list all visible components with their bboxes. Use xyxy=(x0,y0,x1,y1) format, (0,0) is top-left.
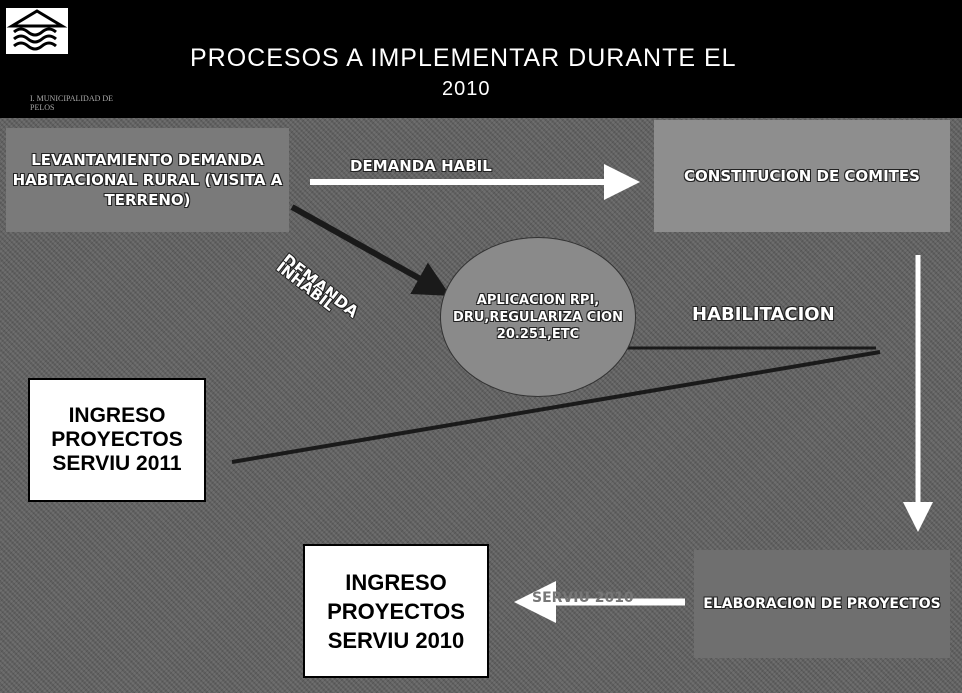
node-constitucion-comites: CONSTITUCION DE COMITES xyxy=(654,120,950,232)
edge-label-faded: SERVIU 2010 xyxy=(532,590,634,606)
node-elaboracion-proyectos: ELABORACION DE PROYECTOS xyxy=(694,550,950,658)
line-to-ingreso-2011 xyxy=(231,350,881,464)
title-line-2: 2010 xyxy=(442,78,491,100)
node-levantamiento-demanda: LEVANTAMIENTO DEMANDA HABITACIONAL RURAL… xyxy=(6,128,289,232)
node-ingreso-serviu-2011: INGRESO PROYECTOS SERVIU 2011 xyxy=(28,378,206,502)
node-ingreso-serviu-2010: INGRESO PROYECTOS SERVIU 2010 xyxy=(303,544,489,678)
arrow-demanda-inhabil xyxy=(290,204,451,296)
edge-label-habilitacion: HABILITACION xyxy=(692,304,835,325)
header-band: PROCESOS A IMPLEMENTAR DURANTE EL 2010 I… xyxy=(0,0,962,118)
municipal-logo-icon xyxy=(6,8,68,54)
municipality-caption: I. MUNICIPALIDAD DE PELOS xyxy=(30,94,114,112)
edge-label-demanda-habil: DEMANDA HABIL xyxy=(350,157,492,175)
node-aplicacion-rpi: APLICACION RPI, DRU,REGULARIZA CION 20.2… xyxy=(440,237,636,397)
title-line-1: PROCESOS A IMPLEMENTAR DURANTE EL xyxy=(190,44,737,72)
